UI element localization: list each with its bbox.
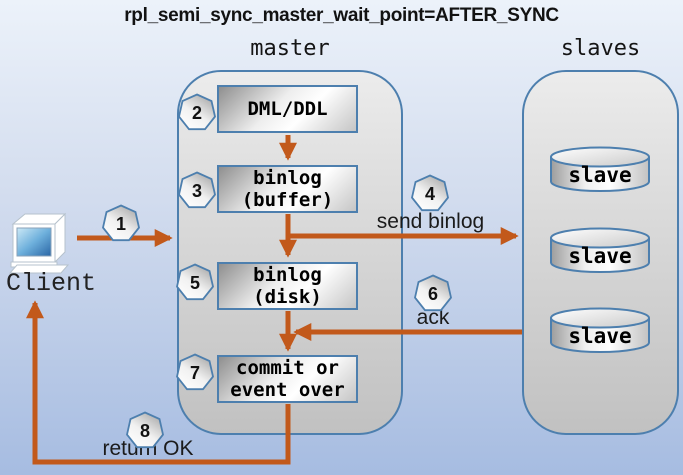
binlog-buffer-label-line1: binlog: [253, 167, 322, 189]
heptagon-icon: [178, 171, 216, 209]
commit-box: commit or event over: [217, 355, 358, 403]
commit-label-line2: event over: [230, 379, 345, 401]
commit-label-line1: commit or: [236, 357, 339, 379]
heptagon-icon: [176, 353, 214, 391]
slave-label: slave: [568, 244, 632, 268]
slave-label: slave: [568, 324, 632, 348]
step-number: 8: [139, 420, 150, 441]
slave-label: slave: [568, 163, 632, 187]
computer-monitor-icon: [9, 212, 69, 274]
badge-step-8: 8: [125, 411, 165, 449]
badge-step-7: 7: [175, 353, 215, 391]
master-group-label: master: [250, 36, 330, 61]
badge-step-3: 3: [177, 171, 217, 209]
badge-step-5: 5: [175, 263, 215, 301]
heptagon-icon: [414, 274, 452, 312]
step-number: 7: [189, 362, 200, 383]
binlog-buffer-box: binlog (buffer): [217, 165, 358, 213]
slave-db-cylinder-2: slave: [549, 227, 651, 274]
badge-step-4: 4: [410, 174, 450, 212]
dml-ddl-box: DML/DDL: [217, 85, 358, 133]
database-icon: [550, 227, 650, 273]
step-number: 4: [424, 183, 435, 204]
heptagon-icon: [126, 411, 164, 449]
step-number: 6: [427, 283, 438, 304]
database-icon: [550, 146, 650, 192]
slave-db-cylinder-3: slave: [549, 307, 651, 354]
binlog-buffer-label-line2: (buffer): [241, 189, 334, 211]
slave-db-cylinder-1: slave: [549, 146, 651, 193]
client-label: Client: [5, 269, 96, 298]
ack-label: ack: [416, 306, 450, 329]
heptagon-icon: [176, 263, 214, 301]
database-icon: [550, 307, 650, 353]
step-number: 1: [115, 213, 126, 234]
binlog-disk-box: binlog (disk): [217, 262, 358, 310]
heptagon-icon: [102, 204, 140, 242]
badge-step-1: 1: [101, 204, 141, 242]
heptagon-icon: [411, 174, 449, 212]
diagram-title: rpl_semi_sync_master_wait_point=AFTER_SY…: [124, 5, 559, 26]
badge-step-2: 2: [177, 93, 217, 131]
send-binlog-label: send binlog: [376, 210, 485, 233]
badge-step-6: 6: [413, 274, 453, 312]
step-number: 2: [191, 102, 202, 123]
heptagon-icon: [178, 93, 216, 131]
binlog-disk-label-line1: binlog: [253, 264, 322, 286]
step-number: 5: [189, 272, 200, 293]
step-number: 3: [191, 180, 202, 201]
slaves-group-label: slaves: [560, 36, 641, 61]
binlog-disk-label-line2: (disk): [253, 286, 322, 308]
dml-ddl-label: DML/DDL: [247, 98, 328, 120]
